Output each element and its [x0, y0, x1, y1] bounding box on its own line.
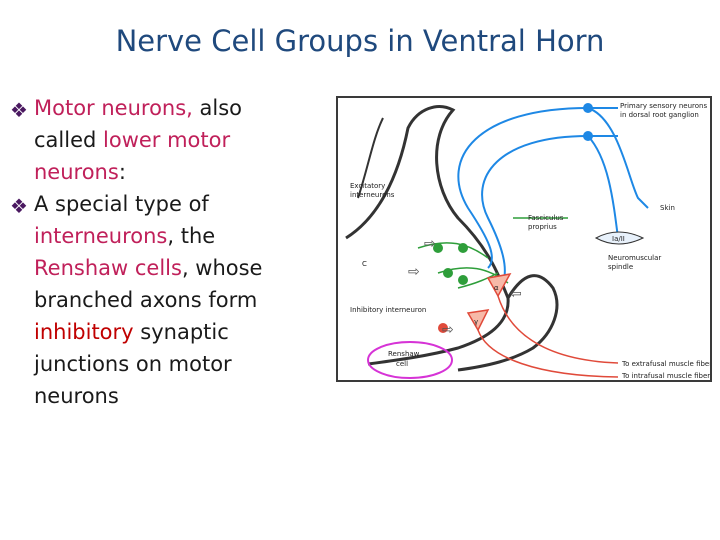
bullet-text-part: , whose branched axons form [34, 256, 263, 312]
diagram-svg: α γ ⇨ ⇨ ⇨ ⇦ Primary sensory neurons in d… [345, 102, 710, 380]
label-fasciculus: Fasciculus [528, 214, 564, 222]
label-extrafusal: To extrafusal muscle fiber [621, 360, 710, 368]
arrow-icon: ⇨ [442, 321, 454, 337]
arrow-icon: ⇨ [424, 235, 436, 251]
label-renshaw: Renshaw [388, 350, 420, 358]
label-excitatory-2: interneurons [350, 191, 395, 199]
label-inhibitory: Inhibitory interneuron [350, 306, 426, 314]
label-intrafusal: To intrafusal muscle fiber [621, 372, 710, 380]
label-primary-sensory: Primary sensory neurons [620, 102, 707, 110]
sensory-peripheral-1 [587, 107, 649, 209]
diamond-cluster-icon: ❖ [10, 194, 28, 218]
bullet-text-part: interneurons [34, 224, 168, 248]
label-fasciculus-2: proprius [528, 223, 557, 231]
bullet-text-part: : [118, 160, 126, 184]
bullet-list: ❖ Motor neurons, also called lower motor… [10, 92, 310, 412]
gamma-motor-neuron [466, 309, 490, 332]
interneuron-soma-2 [443, 268, 453, 278]
label-neuromuscular: Neuromuscular [608, 254, 661, 262]
label-c-mark: C [362, 260, 367, 268]
slide-title: Nerve Cell Groups in Ventral Horn [115, 24, 605, 58]
sensory-soma-2 [583, 131, 593, 141]
interneuron-soma-1 [433, 243, 443, 253]
bullet-text-part: inhibitory [34, 320, 134, 344]
label-renshaw-2: cell [396, 360, 408, 368]
label-spindle-tag: Ia/II [612, 235, 625, 243]
label-neuromuscular-2: spindle [608, 263, 633, 271]
diamond-cluster-icon: ❖ [10, 98, 28, 122]
label-primary-sensory-2: in dorsal root ganglion [620, 111, 699, 119]
gamma-label: γ [474, 318, 478, 326]
interneuron-axons [417, 217, 568, 289]
arrow-icon: ⇦ [510, 285, 522, 301]
renshaw-highlight-ring [367, 341, 453, 379]
sensory-axon-2 [481, 135, 618, 284]
bullet-text-part: also called [34, 96, 243, 152]
gray-matter-outline [345, 105, 510, 366]
bullet-text-part: , the [167, 224, 216, 248]
sensory-axon-1 [457, 107, 618, 269]
bullet-text-part: A special type of [34, 192, 209, 216]
bullet-motor-neurons: ❖ Motor neurons, also called lower motor… [10, 92, 310, 188]
alpha-motor-neuron [486, 272, 512, 298]
bullet-text-part: Renshaw cells [34, 256, 182, 280]
motor-axon-intrafusal [477, 329, 619, 378]
label-skin: Skin [660, 204, 675, 212]
interneuron-soma-3 [458, 275, 468, 285]
interneuron-soma-4 [458, 243, 468, 253]
label-excitatory: Excitatory [350, 182, 385, 190]
alpha-label: α [494, 284, 499, 292]
motor-axon-extrafusal [497, 295, 619, 364]
bullet-renshaw-cells: ❖ A special type of interneurons, the Re… [10, 188, 310, 412]
spindle-shape [594, 231, 645, 245]
bullet-text-part: Motor neurons, [34, 96, 193, 120]
bullet-text-part: synaptic junctions on motor neurons [34, 320, 232, 408]
renshaw-soma [438, 323, 448, 333]
white-matter-line [357, 117, 384, 199]
bullet-text-part: lower motor neurons [34, 128, 231, 184]
arrow-icon: ⇨ [408, 263, 420, 279]
sensory-soma-1 [583, 103, 593, 113]
spinal-cord-diagram: α γ ⇨ ⇨ ⇨ ⇦ Primary sensory neurons in d… [336, 96, 712, 382]
ventral-horn-outline [457, 274, 559, 372]
